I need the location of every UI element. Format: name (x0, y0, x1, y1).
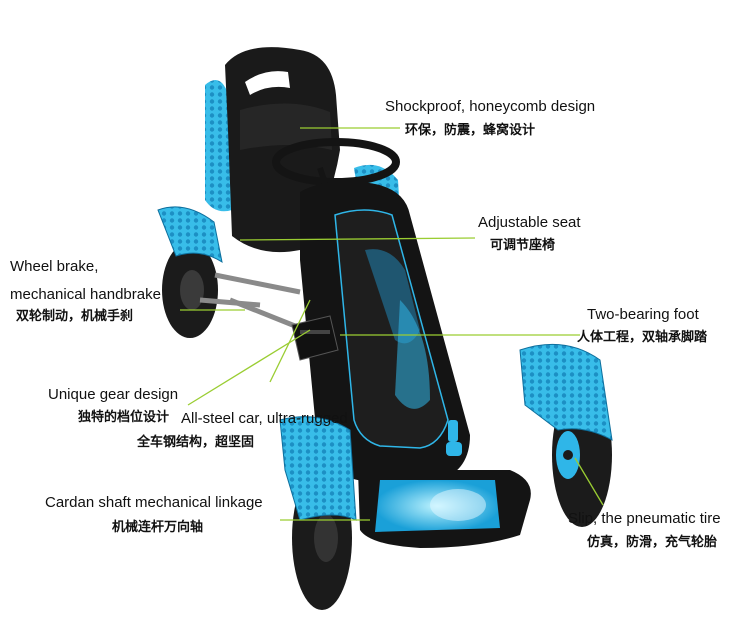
callout-foot-en: Two-bearing foot (587, 306, 699, 323)
callout-foot-zh: 人体工程，双轴承脚踏 (577, 330, 708, 345)
front-left-fender (279, 416, 357, 521)
callout-cardan-en: Cardan shaft mechanical linkage (45, 494, 263, 511)
seat-side-panel (205, 80, 232, 212)
callout-cardan-zh: 机械连杆万向轴 (112, 520, 204, 535)
callout-steel-en: All-steel car, ultra-rugged (181, 410, 348, 427)
callout-brake-en-line2: mechanical handbrake (10, 286, 161, 303)
callout-shockproof-zh: 环保，防震，蜂窝设计 (405, 123, 536, 138)
callout-gear-zh: 独特的档位设计 (78, 410, 170, 425)
front-right-fender (519, 343, 613, 441)
callout-gear-en: Unique gear design (48, 386, 179, 403)
callout-steel-zh: 全车钢结构，超坚固 (137, 435, 255, 450)
callout-seat-en: Adjustable seat (478, 214, 581, 231)
front-footboard (358, 470, 531, 548)
leader-lines (180, 127, 604, 521)
callout-tire-zh: 仿真，防滑，充气轮胎 (587, 535, 718, 550)
rear-left-fender (157, 206, 223, 264)
foot-pedal (291, 315, 339, 361)
rear-left-wheel (162, 242, 218, 338)
callout-brake-en-line1: Wheel brake, (10, 258, 99, 275)
callout-seat-zh: 可调节座椅 (490, 238, 556, 253)
callout-brake-zh: 双轮制动，机械手刹 (16, 309, 134, 324)
callout-shockproof-en: Shockproof, honeycomb design (385, 98, 596, 115)
chassis-body (300, 180, 470, 482)
callout-tire-en: Slip, the pneumatic tire (568, 510, 721, 527)
